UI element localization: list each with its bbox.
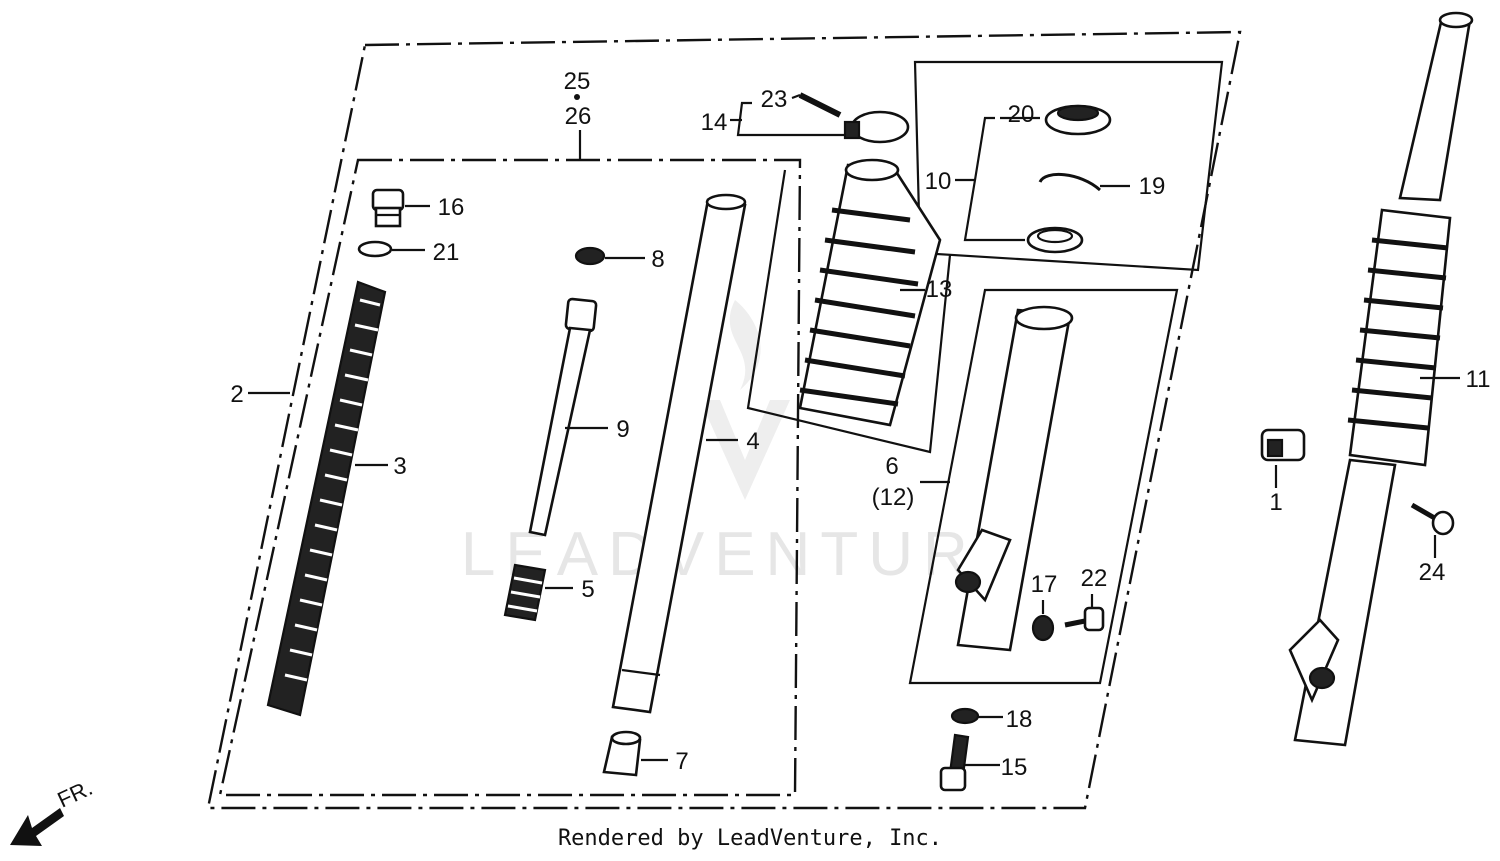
part-18-washer: [950, 707, 980, 725]
part-20-dust-seal: [1044, 104, 1112, 136]
part-6-fork-slider: [954, 305, 1074, 652]
part-19-stopper-ring: [1038, 172, 1102, 192]
slider-group-border: [908, 288, 1179, 685]
callout-14: 14: [701, 109, 728, 136]
part-10-oil-seal: [1026, 226, 1084, 254]
part-21-o-ring: [357, 240, 393, 258]
callout-19: 19: [1139, 173, 1166, 200]
part-17-washer: [1031, 614, 1055, 642]
callout-25: 25: [564, 68, 591, 95]
part-11-front-fork-assembly: [1288, 11, 1474, 747]
part-13-fork-boot: [798, 158, 942, 427]
part-7-oil-lock-piece: [602, 730, 642, 777]
callout-7: 7: [675, 748, 688, 775]
callout-labels: 1 2 3 4 5 6 7 8 9 10 11 (12) 13 14 15 16…: [230, 68, 1490, 781]
seal-group-border: [913, 60, 1224, 272]
watermark-text: LEADVENTURE: [461, 520, 1029, 589]
callout-26: 26: [565, 103, 592, 130]
callout-3: 3: [393, 453, 406, 480]
callout-10: 10: [925, 168, 952, 195]
callout-15: 15: [1001, 754, 1028, 781]
part-8-seat: [574, 246, 606, 266]
callout-22: 22: [1081, 565, 1108, 592]
callout-18: 18: [1006, 706, 1033, 733]
callout-20: 20: [1008, 101, 1035, 128]
callout-11: 11: [1466, 366, 1491, 393]
callout-17: 17: [1031, 571, 1058, 598]
part-4-fork-pipe: [611, 193, 747, 714]
callout-13: 13: [926, 276, 953, 303]
boot-group-line: [746, 169, 952, 454]
callout-16: 16: [438, 194, 465, 221]
part-9-damper-rod: [528, 297, 598, 537]
leader-lines: [248, 93, 1460, 767]
direction-label: FR.: [54, 775, 97, 813]
watermark: LEADVENTURE: [461, 300, 1029, 589]
part-16-fork-bolt: [371, 188, 405, 228]
part-3-fork-spring: [266, 280, 387, 717]
footer-credit: Rendered by LeadVenture, Inc.: [557, 826, 943, 851]
callout-2: 2: [230, 381, 243, 408]
part-15-socket-bolt: [939, 733, 970, 792]
callout-9: 9: [616, 416, 629, 443]
part-5-rebound-spring: [503, 563, 547, 622]
part-23-screw: [798, 92, 842, 118]
callout-21: 21: [433, 239, 460, 266]
part-14-boot-band: [843, 110, 910, 144]
callout-12: (12): [872, 484, 915, 511]
part-24-bolt: [1410, 502, 1455, 536]
callout-24: 24: [1419, 559, 1446, 586]
callout-5: 5: [581, 576, 594, 603]
callout-8: 8: [651, 246, 664, 273]
callout-23: 23: [761, 86, 788, 113]
outer-assembly-border: [206, 30, 1242, 810]
callout-6: 6: [885, 453, 898, 480]
part-1-cable-guide: [1260, 428, 1306, 462]
front-direction-arrow-icon: [10, 808, 64, 846]
part-22-drain-bolt: [1064, 606, 1105, 632]
callout-1: 1: [1269, 489, 1282, 516]
callout-4: 4: [746, 428, 759, 455]
